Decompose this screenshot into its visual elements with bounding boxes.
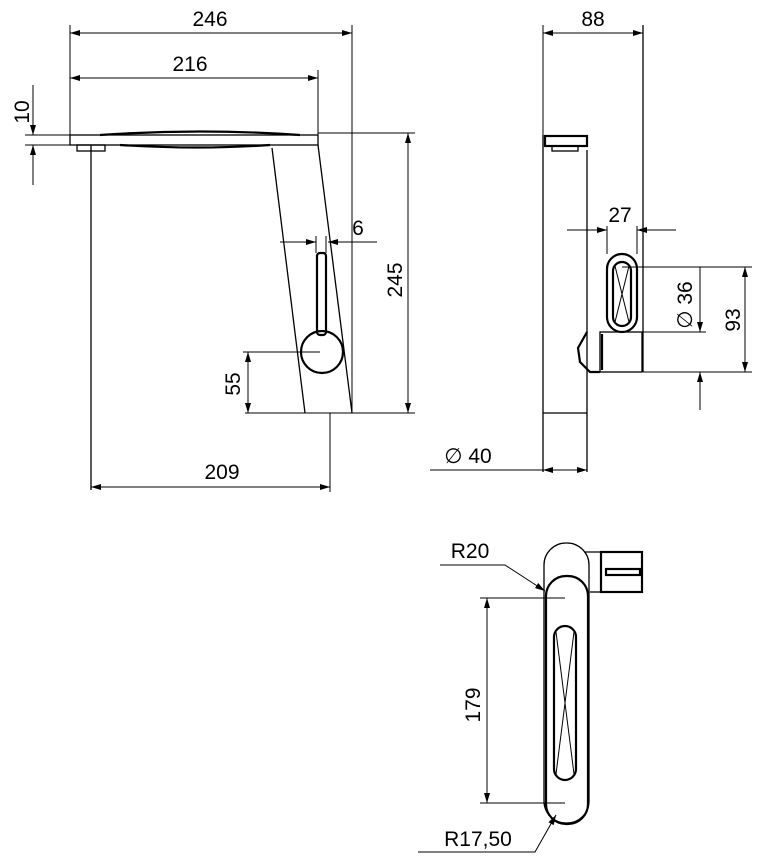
spout-right-edge (317, 144, 353, 414)
dim-diameter-40: ∅ 40 (444, 445, 492, 468)
dim-27: 27 (608, 204, 631, 227)
dim-179: 179 (462, 687, 485, 722)
top-cap (543, 134, 589, 148)
dim-88: 88 (581, 8, 604, 31)
plate-bottom-curve (119, 143, 271, 149)
dim-r17-50: R17,50 (444, 828, 512, 851)
lever-body (544, 574, 590, 826)
lever (315, 251, 328, 337)
dim-diameter-36: ∅ 36 (674, 281, 697, 329)
handle-cap (576, 331, 600, 374)
dim-6: 6 (352, 217, 364, 240)
dim-209: 209 (204, 461, 239, 484)
dim-246: 246 (192, 8, 227, 31)
side-view: 88 27 ∅ 36 93 ∅ 40 (430, 8, 752, 473)
lever-slot (552, 624, 578, 782)
side-lever-inner (611, 260, 633, 328)
top-view: 179 R20 R17,50 (418, 540, 644, 853)
front-view: 246 216 10 6 245 55 209 (11, 8, 415, 492)
top-plate (69, 134, 319, 146)
dim-r20: R20 (451, 540, 490, 563)
dim-93: 93 (722, 308, 745, 331)
dim-55: 55 (222, 372, 245, 395)
handle-base (599, 331, 643, 373)
dim-216: 216 (172, 53, 207, 76)
plate-top-curve (99, 130, 301, 137)
head-box (599, 550, 644, 594)
dim-245: 245 (384, 262, 407, 297)
dim-10: 10 (11, 100, 34, 123)
spout-left-edge (271, 147, 306, 414)
